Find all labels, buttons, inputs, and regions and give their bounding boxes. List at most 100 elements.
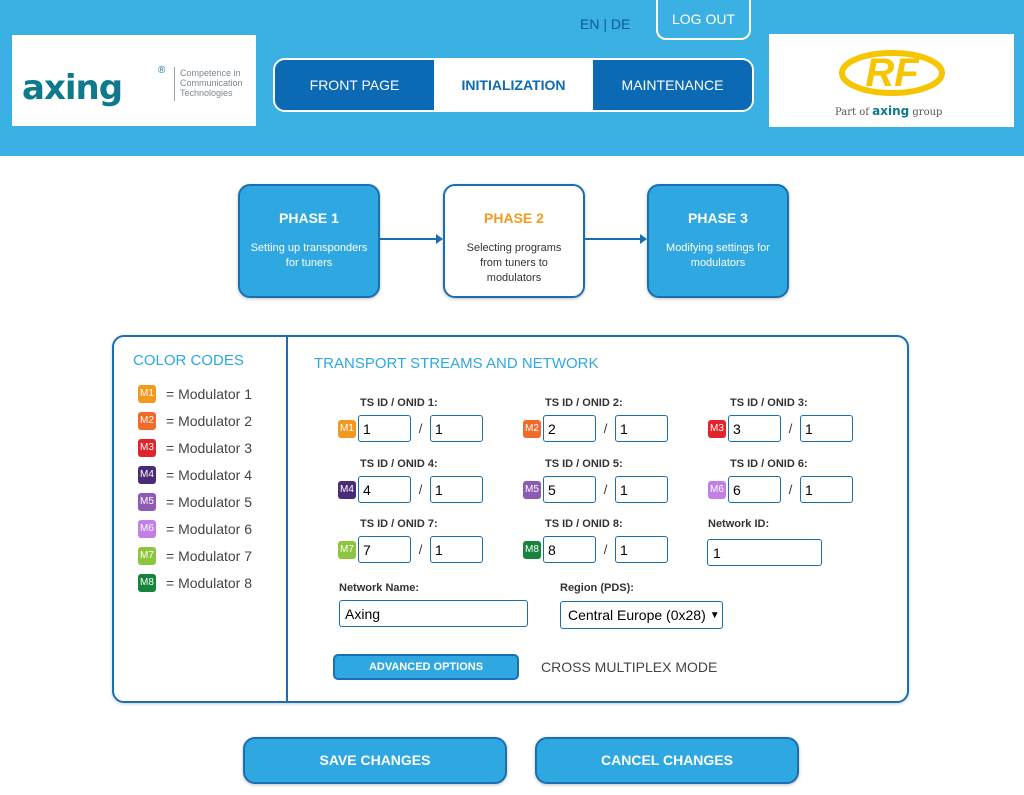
header-bar: EN | DE LOG OUT axing ® Competence in Co… — [0, 0, 1024, 156]
color-codes-list: M1 = Modulator 1 M2= Modulator 2 M3 = Modu… — [138, 380, 252, 596]
onid-8-input[interactable] — [615, 536, 668, 563]
tab-maintenance[interactable]: MAINTENANCE — [593, 60, 752, 110]
ts-onid-6-label: TS ID / ONID 6: — [730, 458, 808, 470]
settings-panel: COLOR CODES M1= Modulator 1 M2= Modulato… — [112, 335, 909, 703]
ts-id-6-input[interactable] — [728, 476, 781, 503]
slash-separator: / — [418, 482, 423, 497]
modulator-label: = Modulator 4 — [166, 466, 252, 483]
modulator-badge: M4 — [338, 480, 356, 499]
network-id-input[interactable] — [707, 539, 822, 566]
ts-id-3-input[interactable] — [728, 415, 781, 442]
slash-separator: / — [788, 482, 793, 497]
color-code-item: M3 = Modulator 3 — [138, 434, 252, 461]
ts-id-7-input[interactable] — [358, 536, 411, 563]
axing-logo-wordmark: axing — [22, 68, 123, 108]
logo-divider — [174, 67, 175, 101]
modulator-badge: M5 — [138, 492, 156, 511]
ts-id-2-input[interactable] — [543, 415, 596, 442]
ts-id-4-input[interactable] — [358, 476, 411, 503]
onid-2-input[interactable] — [615, 415, 668, 442]
ts-id-8-input[interactable] — [543, 536, 596, 563]
modulator-badge: M2 — [138, 411, 156, 430]
part-of-axing-group: Part of axing group — [835, 104, 942, 118]
color-code-item: M6 = Modulator 6 — [138, 515, 252, 542]
network-name-label: Network Name: — [339, 582, 420, 594]
slash-separator: / — [603, 482, 608, 497]
color-code-item: M2= Modulator 2 — [138, 407, 252, 434]
modulator-badge: M8 — [523, 540, 541, 559]
slash-separator: / — [788, 421, 793, 436]
ts-onid-3-label: TS ID / ONID 3: — [730, 397, 808, 409]
modulator-label: = Modulator 6 — [166, 520, 252, 537]
part-of-text: Part of — [835, 107, 873, 118]
slash-separator: / — [603, 542, 608, 557]
ts-onid-4-label: TS ID / ONID 4: — [360, 458, 438, 470]
phase-2-card[interactable]: PHASE 2 Selecting programs from tuners t… — [443, 184, 585, 298]
network-name-input[interactable] — [339, 600, 528, 627]
registered-mark: ® — [158, 65, 166, 76]
ts-onid-8-row: M8 / — [523, 536, 668, 563]
logout-button[interactable]: LOG OUT — [656, 0, 751, 40]
ts-id-1-input[interactable] — [358, 415, 411, 442]
color-code-item: M4= Modulator 4 — [138, 461, 252, 488]
ts-onid-5-label: TS ID / ONID 5: — [545, 458, 623, 470]
save-changes-button[interactable]: SAVE CHANGES — [243, 737, 507, 784]
ts-onid-5-row: M5 / — [523, 476, 668, 503]
arrow-right-icon — [585, 234, 647, 244]
onid-4-input[interactable] — [430, 476, 483, 503]
phase-title: PHASE 1 — [279, 210, 339, 226]
rf-logo-letters: RF — [865, 51, 920, 95]
panel-divider — [286, 337, 288, 701]
modulator-badge: M3 — [138, 438, 156, 457]
modulator-badge: M6 — [708, 480, 726, 499]
modulator-badge: M3 — [708, 419, 726, 438]
modulator-badge: M1 — [138, 384, 156, 403]
onid-7-input[interactable] — [430, 536, 483, 563]
onid-6-input[interactable] — [800, 476, 853, 503]
modulator-label: = Modulator 5 — [166, 493, 252, 510]
phase-description: Setting up transponders for tuners — [250, 242, 368, 269]
language-switcher: EN | DE — [580, 16, 630, 32]
advanced-options-button[interactable]: ADVANCED OPTIONS — [333, 654, 519, 680]
modulator-badge: M7 — [338, 540, 356, 559]
region-selected-value: Central Europe (0x28) — [568, 607, 706, 623]
part-of-group: group — [909, 107, 943, 118]
tab-initialization[interactable]: INITIALIZATION — [434, 60, 593, 110]
lang-de-link[interactable]: DE — [610, 16, 631, 32]
ts-onid-6-row: M6 / — [708, 476, 853, 503]
phase-1-card[interactable]: PHASE 1 Setting up transponders for tune… — [238, 184, 380, 298]
modulator-label: = Modulator 3 — [166, 439, 252, 456]
transport-streams-title: TRANSPORT STREAMS AND NETWORK — [314, 355, 599, 372]
modulator-badge: M7 — [138, 546, 156, 565]
region-select[interactable]: Central Europe (0x28) ▼ — [560, 601, 723, 629]
phase-title: PHASE 3 — [688, 210, 748, 226]
phase-3-card[interactable]: PHASE 3 Modifying settings for modulator… — [647, 184, 789, 298]
slash-separator: / — [418, 542, 423, 557]
color-code-item: M1 = Modulator 1 — [138, 380, 252, 407]
color-codes-title: COLOR CODES — [133, 352, 244, 369]
color-code-item: M7 = Modulator 7 — [138, 542, 252, 569]
ts-onid-2-label: TS ID / ONID 2: — [545, 397, 623, 409]
color-code-item: M8= Modulator 8 — [138, 569, 252, 596]
main-nav: FRONT PAGE INITIALIZATION MAINTENANCE — [273, 58, 754, 112]
ts-onid-8-label: TS ID / ONID 8: — [545, 518, 623, 530]
part-of-brand: axing — [872, 104, 910, 118]
modulator-badge: M6 — [138, 519, 156, 538]
cross-multiplex-mode-label: CROSS MULTIPLEX MODE — [541, 659, 718, 675]
rf-logo: RF Part of axing group — [769, 34, 1014, 127]
slash-separator: / — [418, 421, 423, 436]
ts-onid-2-row: M2 / — [523, 415, 668, 442]
modulator-label: = Modulator 7 — [166, 547, 252, 564]
axing-logo: axing ® Competence in Communication Tech… — [12, 35, 256, 126]
onid-1-input[interactable] — [430, 415, 483, 442]
tab-front-page[interactable]: FRONT PAGE — [275, 60, 434, 110]
arrow-right-icon — [380, 234, 443, 244]
cancel-changes-button[interactable]: CANCEL CHANGES — [535, 737, 799, 784]
onid-5-input[interactable] — [615, 476, 668, 503]
modulator-label: = Modulator 1 — [166, 385, 252, 402]
modulator-badge: M8 — [138, 573, 156, 592]
ts-onid-1-row: M1 / — [338, 415, 483, 442]
ts-id-5-input[interactable] — [543, 476, 596, 503]
lang-en-link[interactable]: EN — [580, 16, 600, 32]
onid-3-input[interactable] — [800, 415, 853, 442]
